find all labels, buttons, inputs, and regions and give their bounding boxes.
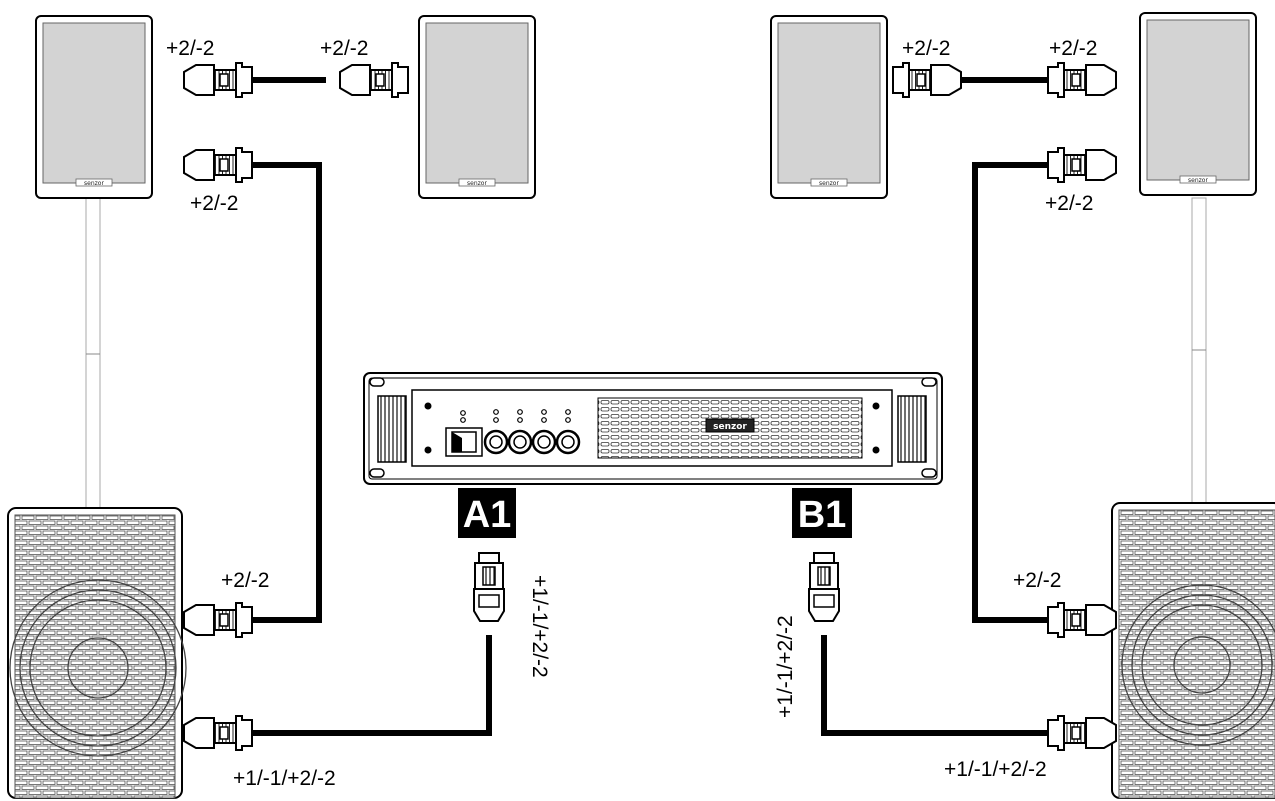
volume-knob-1 [483,409,509,455]
cable-tr-to-sub [972,162,1048,623]
amplifier: senzor [363,372,943,485]
amp-logo-plate [705,418,755,433]
label-b1-plug: +1/-1/+2/-2 [774,615,797,718]
label-tl-top-in: +2/-2 [320,37,368,60]
left-subwoofer [7,507,187,799]
panel-screw [424,402,432,410]
brand-label: senzor [1188,177,1208,184]
mounting-hole [921,468,937,478]
cables [252,77,1048,736]
right-stand [1191,197,1207,505]
panel-screw [872,402,880,410]
connector-a1-plug [473,552,505,622]
label-tr-bottom-out: +2/-2 [1045,192,1093,215]
brand-label: senzor [84,180,104,187]
output-badge-b1: B1 [792,488,852,538]
mounting-hole [921,377,937,387]
label-tr-top-in: +2/-2 [902,37,950,60]
panel-screw [424,446,432,454]
output-label-a1: A1 [463,494,512,536]
label-tl-sub-in: +2/-2 [221,569,269,592]
connector-tr-bottom-out [1047,147,1117,183]
cable-b1-to-right-sub [821,635,1048,736]
connector-tl-bottom-out [183,147,253,183]
connector-left-sub-amp [183,715,253,751]
connector-tr-top-out [1047,62,1117,98]
power-led [460,417,466,423]
label-tr-sub-amp: +1/-1/+2/-2 [944,758,1047,781]
brand-label: senzor [819,180,839,187]
amp-handle-left [377,395,407,463]
connector-tl-link-in [339,62,409,98]
label-tr-sub-in: +2/-2 [1013,569,1061,592]
right-satellite-speaker: senzor [770,15,888,199]
volume-knob-3 [531,409,557,455]
volume-knob-4 [555,409,581,455]
label-tr-top-out: +2/-2 [1049,37,1097,60]
connector-right-sub-amp [1047,715,1117,751]
output-badge-a1: A1 [458,488,516,538]
label-tl-sub-amp: +1/-1/+2/-2 [233,767,336,790]
left-stand [85,197,101,511]
panel-screw [872,446,880,454]
output-label-b1: B1 [798,494,847,536]
mounting-hole [369,468,385,478]
brand-label: senzor [467,180,487,187]
label-tl-bottom-out: +2/-2 [190,192,238,215]
connector-tr-link-in [892,62,962,98]
right-top-speaker: senzor [1139,12,1257,196]
connector-tl-top-out [183,62,253,98]
cable-a1-to-left-sub [252,635,492,736]
connector-left-sub-in [183,602,253,638]
volume-knob-2 [507,409,533,455]
cable-tl-to-sub [252,162,322,623]
amp-handle-right [897,395,927,463]
mounting-hole [369,377,385,387]
left-top-speaker: senzor [35,15,153,199]
label-tl-top-out: +2/-2 [166,37,214,60]
connector-b1-plug [808,552,840,622]
right-subwoofer [1111,502,1275,799]
connector-right-sub-in [1047,602,1117,638]
left-satellite-speaker: senzor [418,15,536,199]
label-a1-plug: +1/-1/+2/-2 [528,575,551,678]
amp-brand-label: senzor [713,422,747,432]
power-led [460,410,466,416]
